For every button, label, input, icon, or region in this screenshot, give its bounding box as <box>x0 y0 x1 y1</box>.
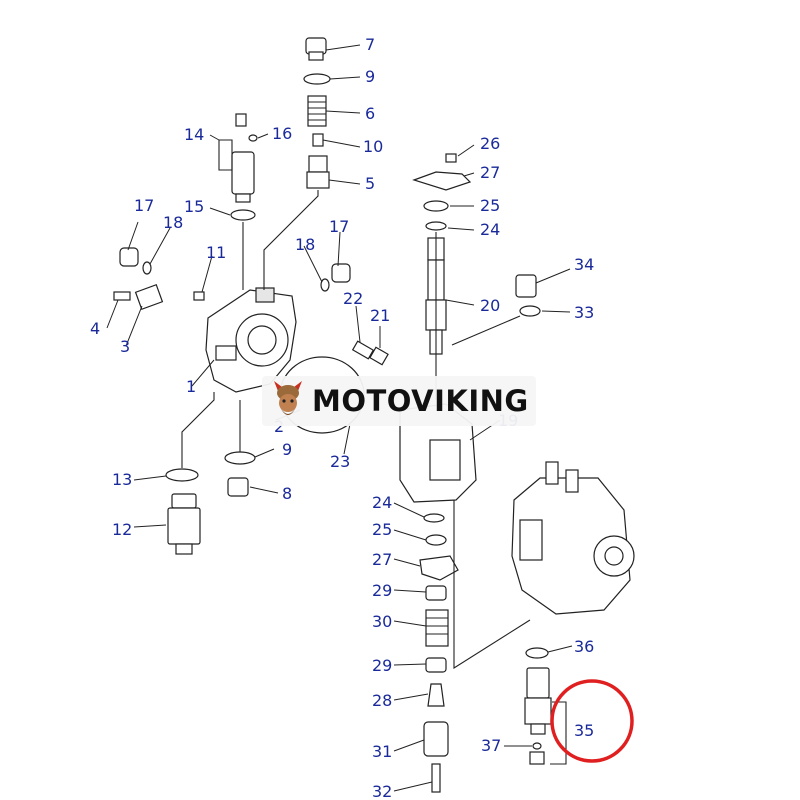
callout-25-top: 25 <box>480 196 500 215</box>
watermark-text: MOTOVIKING <box>312 384 529 418</box>
nut-part-8 <box>227 477 249 497</box>
callout-12: 12 <box>112 520 132 539</box>
bracket-35 <box>550 701 567 765</box>
sleeve-part-31 <box>423 721 449 757</box>
washer-part-25-bottom <box>425 534 447 546</box>
callout-25-bottom: 25 <box>372 520 392 539</box>
watermark-banner: MOTOVIKING <box>262 376 536 426</box>
callout-26: 26 <box>480 134 500 153</box>
spool-part-5 <box>306 155 330 189</box>
guide-line-top-stack <box>263 190 319 290</box>
valve-body-part-1 <box>205 287 297 393</box>
callout-1: 1 <box>186 377 196 396</box>
callout-13: 13 <box>112 470 132 489</box>
oring-part-15 <box>230 209 256 221</box>
oring-part-18-left <box>142 261 152 275</box>
guide-line-bottom <box>453 500 531 669</box>
callout-4: 4 <box>90 319 100 338</box>
oring-part-24-top <box>425 221 447 231</box>
callout-37: 37 <box>481 736 501 755</box>
callout-30: 30 <box>372 612 392 631</box>
callout-27-top: 27 <box>480 163 500 182</box>
callout-23: 23 <box>330 452 350 471</box>
guide-line-right <box>451 315 521 346</box>
callout-36: 36 <box>574 637 594 656</box>
part-10 <box>312 133 324 147</box>
oring-part-18-right <box>320 278 330 292</box>
piston-part-28 <box>427 683 445 707</box>
callout-10: 10 <box>363 137 383 156</box>
viking-logo-icon <box>274 381 302 415</box>
plug-part-7 <box>305 37 327 61</box>
oring-part-24-bottom <box>423 513 445 523</box>
seat-part-29-top <box>425 585 447 601</box>
callout-7: 7 <box>365 35 375 54</box>
seat-part-29-bottom <box>425 657 447 673</box>
part-21 <box>369 346 389 366</box>
callout-33: 33 <box>574 303 594 322</box>
valve-body-part-19 <box>399 403 477 503</box>
callout-11: 11 <box>206 243 226 262</box>
pump-assembly <box>511 461 635 615</box>
callout-8: 8 <box>282 484 292 503</box>
part-11 <box>193 291 205 301</box>
flange-part-27-bottom <box>419 555 459 581</box>
callout-18-left: 18 <box>163 213 183 232</box>
plug-part-34 <box>515 274 537 298</box>
callout-18-right: 18 <box>295 235 315 254</box>
callout-27-bottom: 27 <box>372 550 392 569</box>
callout-31: 31 <box>372 742 392 761</box>
callout-34: 34 <box>574 255 594 274</box>
oring-part-36 <box>525 647 549 659</box>
callout-17-left: 17 <box>134 196 154 215</box>
callout-9-top: 9 <box>365 67 375 86</box>
oring-part-13 <box>165 468 199 482</box>
spring-part-30 <box>425 609 449 647</box>
callout-29-bottom: 29 <box>372 656 392 675</box>
spring-part-22 <box>351 340 375 360</box>
washer-part-25-top <box>423 200 449 212</box>
flange-part-27-top <box>412 171 472 191</box>
callout-2: 2 <box>274 417 284 436</box>
callout-21: 21 <box>370 306 390 325</box>
screw-part-32 <box>431 763 441 793</box>
oring-part-9-top <box>303 73 331 85</box>
spring-part-6 <box>307 95 327 127</box>
callout-22: 22 <box>343 289 363 308</box>
bolt-part-4 <box>113 291 131 301</box>
valve-part-14 <box>231 113 255 203</box>
callout-24-top: 24 <box>480 220 500 239</box>
callout-29-top: 29 <box>372 581 392 600</box>
sensor-part-35 <box>524 667 552 735</box>
callout-35: 35 <box>574 721 594 740</box>
callout-20: 20 <box>480 296 500 315</box>
callout-6: 6 <box>365 104 375 123</box>
callout-17-right: 17 <box>329 217 349 236</box>
nut-part-37 <box>529 751 545 765</box>
callout-16: 16 <box>272 124 292 143</box>
bolt-part-26 <box>445 153 457 163</box>
plug-part-17-right <box>331 263 351 283</box>
gasket-part-3 <box>134 284 164 310</box>
callout-15: 15 <box>184 197 204 216</box>
valve-part-12 <box>167 493 201 555</box>
callout-5: 5 <box>365 174 375 193</box>
callout-32: 32 <box>372 782 392 800</box>
oring-part-9-bottom <box>224 451 256 465</box>
callout-9-bottom: 9 <box>282 440 292 459</box>
callout-24-bottom: 24 <box>372 493 392 512</box>
oring-part-16 <box>248 134 258 142</box>
callout-28: 28 <box>372 691 392 710</box>
oring-part-33 <box>519 305 541 317</box>
oring-part-37 <box>532 742 542 750</box>
callout-14: 14 <box>184 125 204 144</box>
highlight-circle-35 <box>550 679 634 763</box>
guide-line-13 <box>181 392 215 468</box>
leaders <box>106 44 573 792</box>
callout-3: 3 <box>120 337 130 356</box>
plug-part-17-left <box>119 247 139 267</box>
